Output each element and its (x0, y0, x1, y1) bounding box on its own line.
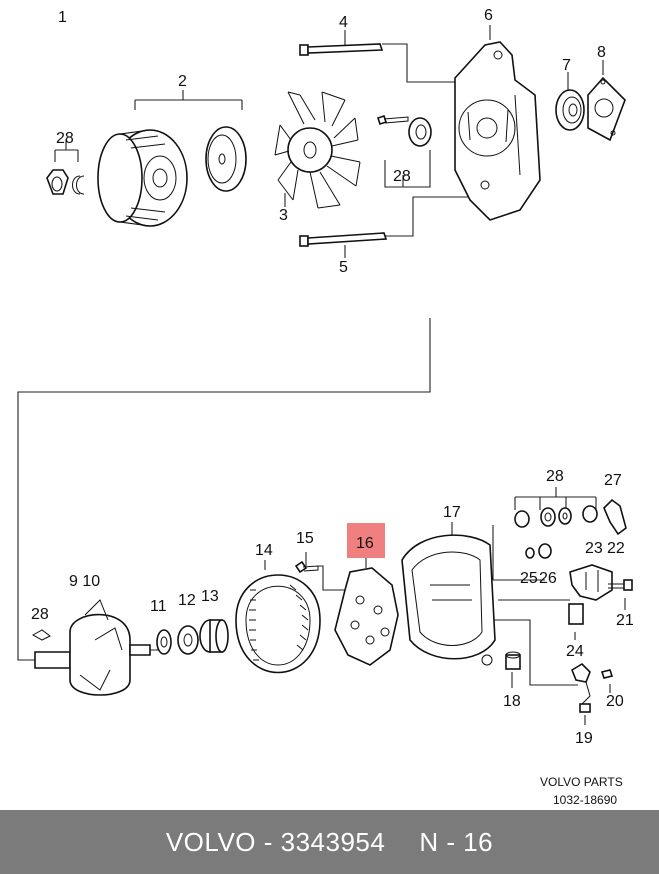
fan (274, 91, 361, 209)
label-8: 8 (597, 44, 606, 61)
label-26: 26 (539, 570, 557, 587)
brush-parts (571, 662, 614, 713)
label-7: 7 (562, 57, 571, 74)
terminal-hardware (514, 498, 627, 559)
label-20: 20 (606, 693, 624, 710)
stator (235, 574, 321, 674)
label-28-middle: 28 (393, 168, 411, 185)
label-6: 6 (484, 7, 493, 24)
rotor (34, 599, 151, 696)
caption-line-2: 1032-18690 (553, 793, 617, 807)
screw-and-bushing (376, 114, 432, 147)
long-bolts (299, 43, 388, 247)
drive-end-housing (454, 41, 541, 221)
pulley (97, 129, 188, 227)
nut-and-washer (46, 169, 85, 195)
label-13: 13 (201, 588, 219, 605)
label-1: 1 (58, 9, 67, 26)
label-5: 5 (339, 259, 348, 276)
footer-reference: N - 16 (419, 826, 494, 857)
label-3: 3 (279, 207, 288, 224)
label-28-lower-left: 28 (31, 606, 49, 623)
highlight-box (347, 523, 385, 558)
label-2: 2 (178, 73, 187, 90)
label-24: 24 (566, 643, 584, 660)
label-21: 21 (616, 612, 634, 629)
screw-21 (608, 579, 633, 591)
label-16: 16 (356, 535, 374, 552)
label-14: 14 (255, 542, 273, 559)
label-22: 22 (607, 540, 625, 557)
slip-ring-housing (401, 534, 496, 666)
footer-part-number: VOLVO - 3343954 (165, 826, 386, 857)
bearing (555, 89, 585, 131)
label-15: 15 (296, 530, 314, 547)
bearing-plate (587, 76, 626, 142)
label-19: 19 (575, 730, 593, 747)
label-12: 12 (178, 592, 196, 609)
label-11: 11 (150, 598, 167, 615)
label-9-10: 9 10 (69, 573, 100, 590)
label-25: 25 (520, 570, 538, 587)
regulator (568, 564, 613, 625)
rectifier (334, 567, 399, 666)
spacer-18 (505, 651, 521, 670)
label-28-top-left: 28 (56, 130, 74, 147)
label-28-right: 28 (546, 468, 564, 485)
caption-line-1: VOLVO PARTS (540, 775, 623, 789)
clip (31, 629, 51, 641)
part-labels: 1 2 3 4 5 6 7 8 28 28 9 10 28 11 12 13 1… (31, 7, 634, 747)
exploded-parts-diagram: 1 2 3 4 5 6 7 8 28 28 9 10 28 11 12 13 1… (17, 7, 634, 807)
rings (156, 619, 229, 655)
screw-15 (294, 560, 319, 574)
footer-bar: VOLVO - 3343954 N - 16 (0, 810, 659, 874)
pulley-disc (205, 126, 247, 192)
label-27: 27 (604, 472, 622, 489)
label-23: 23 (585, 540, 603, 557)
label-4: 4 (339, 14, 348, 31)
label-18: 18 (503, 693, 521, 710)
label-17: 17 (443, 504, 461, 521)
